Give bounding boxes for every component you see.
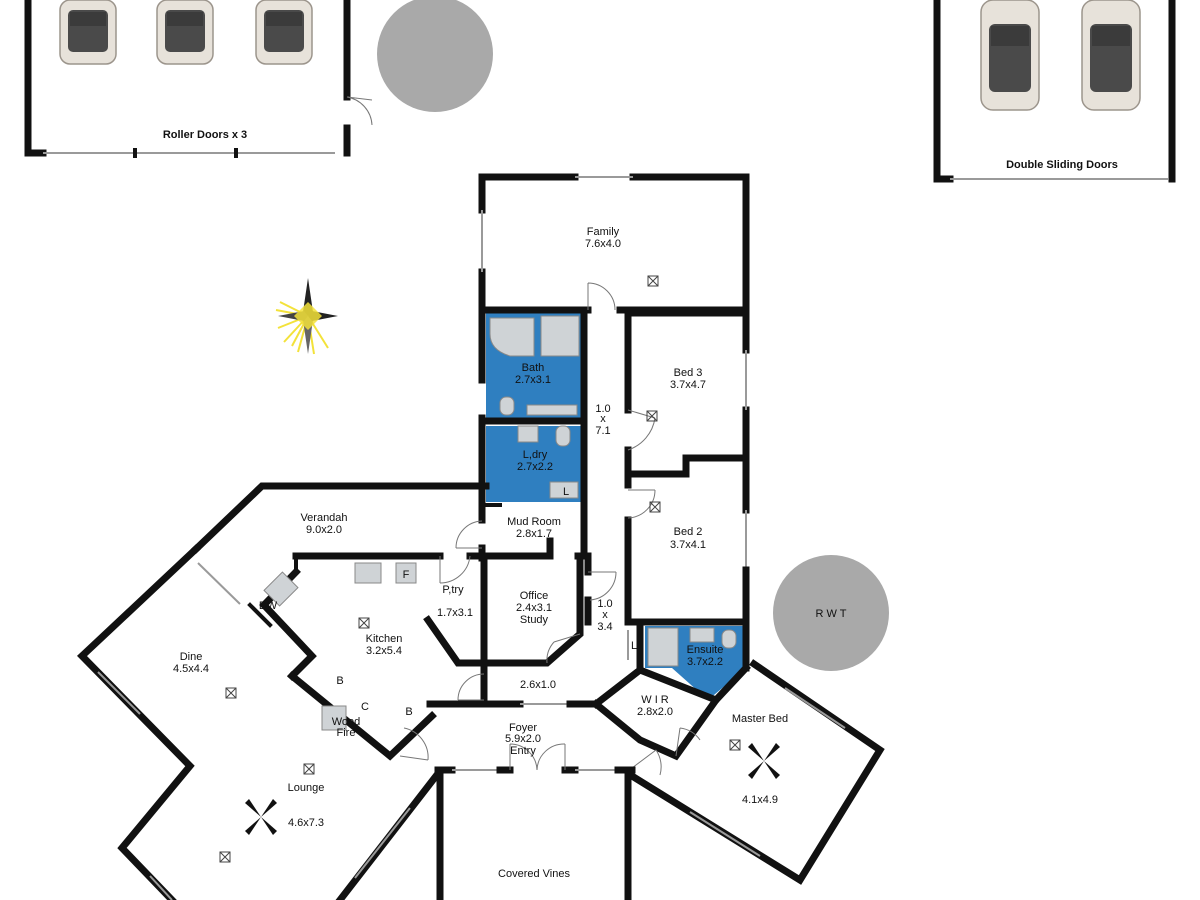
compass-icon xyxy=(275,278,338,355)
lounge-name: Lounge xyxy=(288,782,325,794)
hall2-length: 3.4 xyxy=(597,621,612,633)
hall2-width: 1.0 xyxy=(597,598,612,610)
smoke-detector-icon xyxy=(219,275,741,863)
bench-mark-1: B xyxy=(336,675,343,687)
office-size: 2.4x3.1 xyxy=(516,602,552,614)
mudroom-name: Mud Room xyxy=(507,516,561,528)
dine-size: 4.5x4.4 xyxy=(173,663,209,675)
garage-right: Double Sliding Doors xyxy=(933,0,1176,183)
hall3-size: 2.6x1.0 xyxy=(520,679,556,691)
laundry-size: 2.7x2.2 xyxy=(517,461,553,473)
master-size: 4.1x4.9 xyxy=(742,794,778,806)
laundry-name: L,dry xyxy=(523,449,548,461)
garage-left: Roller Doors x 3 xyxy=(24,0,373,158)
hall1-x: x xyxy=(600,413,606,425)
foyer-name: Foyer xyxy=(509,722,537,734)
kitchen-fixtures xyxy=(263,562,417,731)
verandah-size: 9.0x2.0 xyxy=(306,524,342,536)
wir-name: W I R xyxy=(641,694,669,706)
car-icon xyxy=(980,0,1040,111)
rainwater-tank: R W T xyxy=(773,555,889,671)
house-walls xyxy=(76,173,885,900)
bath-size: 2.7x3.1 xyxy=(515,374,551,386)
foyer-sub: Entry xyxy=(510,745,536,757)
wir-size: 2.8x2.0 xyxy=(637,706,673,718)
dishwasher-mark: DW xyxy=(259,600,278,612)
woodfire-line2: Fire xyxy=(337,727,356,739)
kitchen-name: Kitchen xyxy=(366,633,403,645)
bath-fixtures xyxy=(489,315,580,416)
ceiling-fan-icon xyxy=(748,743,780,779)
car-icon xyxy=(255,0,313,65)
pantry-name: P,try xyxy=(442,584,464,596)
laundry-fixtures xyxy=(517,425,579,499)
car-icon xyxy=(156,0,214,65)
hall2-x: x xyxy=(602,609,608,621)
tank-label: R W T xyxy=(816,608,847,620)
family-name: Family xyxy=(587,226,620,238)
kitchen-size: 3.2x5.4 xyxy=(366,645,402,657)
linen-mark: L xyxy=(631,640,637,652)
ensuite-name: Ensuite xyxy=(687,644,724,656)
bench-mark-2: B xyxy=(405,706,412,718)
garage-right-label: Double Sliding Doors xyxy=(1006,159,1118,171)
rainwater-tank-top xyxy=(377,0,493,112)
garage-left-label: Roller Doors x 3 xyxy=(163,129,247,141)
fridge-mark: F xyxy=(403,569,410,581)
verandah-name: Verandah xyxy=(300,512,347,524)
car-icon xyxy=(59,0,117,65)
hall1-width: 1.0 xyxy=(595,403,610,415)
master-name: Master Bed xyxy=(732,713,788,725)
mudroom-size: 2.8x1.7 xyxy=(516,528,552,540)
ceiling-fan-icon xyxy=(245,799,277,835)
pantry-size: 1.7x3.1 xyxy=(437,607,473,619)
dine-name: Dine xyxy=(180,651,203,663)
woodfire-line1: Wood xyxy=(332,716,361,728)
car-icon xyxy=(1081,0,1141,111)
bed2-size: 3.7x4.1 xyxy=(670,539,706,551)
bed3-name: Bed 3 xyxy=(674,367,703,379)
family-size: 7.6x4.0 xyxy=(585,238,621,250)
bed2-name: Bed 2 xyxy=(674,526,703,538)
office-sub: Study xyxy=(520,614,549,626)
bench-mark-c: C xyxy=(361,701,369,713)
ensuite-size: 3.7x2.2 xyxy=(687,656,723,668)
foyer-size: 5.9x2.0 xyxy=(505,733,541,745)
vines-name: Covered Vines xyxy=(498,868,570,880)
bed3-size: 3.7x4.7 xyxy=(670,379,706,391)
office-name: Office xyxy=(520,590,549,602)
hall1-length: 7.1 xyxy=(595,425,610,437)
bath-name: Bath xyxy=(522,362,545,374)
lounge-size: 4.6x7.3 xyxy=(288,817,324,829)
laundry-tub-mark: L xyxy=(563,486,569,498)
ensuite-fixtures xyxy=(647,627,737,667)
